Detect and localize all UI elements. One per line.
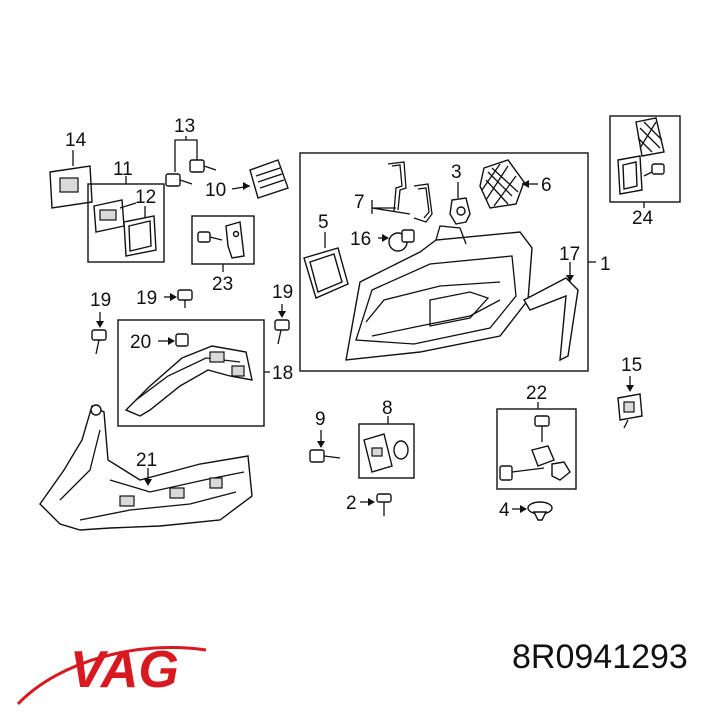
part-12-gasket bbox=[123, 215, 157, 257]
part-2-screw bbox=[376, 493, 392, 516]
part-17-trim-strip bbox=[523, 277, 579, 362]
part-21-carrier bbox=[39, 404, 253, 531]
callout-14: 14 bbox=[65, 130, 87, 151]
part-19-bolt-left bbox=[91, 329, 107, 355]
callout-9: 9 bbox=[315, 409, 326, 430]
part-23-bracket bbox=[197, 221, 245, 259]
part-20-clip bbox=[175, 333, 189, 347]
callout-23: 23 bbox=[212, 274, 233, 295]
callout-19-left: 19 bbox=[90, 290, 111, 311]
callout-7: 7 bbox=[354, 192, 365, 213]
part-22-hardware-kit bbox=[499, 415, 571, 481]
callout-15: 15 bbox=[621, 355, 642, 376]
part-19-bolt-right bbox=[274, 319, 290, 345]
part-3-bulb bbox=[449, 197, 471, 225]
callout-22: 22 bbox=[526, 383, 547, 404]
callout-21: 21 bbox=[136, 450, 157, 471]
part-9-bolt bbox=[309, 449, 341, 463]
part-6-cover bbox=[479, 159, 525, 209]
callout-5: 5 bbox=[318, 212, 329, 233]
part-7-wiring bbox=[387, 161, 433, 223]
part-18-bracket bbox=[124, 345, 253, 417]
callout-19-right: 19 bbox=[272, 282, 293, 303]
part-15-connector bbox=[617, 393, 643, 429]
callout-20: 20 bbox=[130, 332, 151, 353]
callout-12: 12 bbox=[135, 187, 156, 208]
group-box-8 bbox=[358, 423, 415, 479]
callout-8: 8 bbox=[382, 398, 393, 419]
part-19-bolt-middle bbox=[177, 289, 193, 308]
group-box-22 bbox=[496, 408, 577, 490]
callout-6: 6 bbox=[541, 175, 552, 196]
callout-10: 10 bbox=[205, 180, 226, 201]
vag-logo: VAG bbox=[16, 641, 207, 706]
callout-4: 4 bbox=[499, 500, 510, 521]
part-14-control-module bbox=[49, 150, 93, 209]
callout-18: 18 bbox=[272, 363, 293, 384]
part-13-bolt-b bbox=[189, 159, 217, 173]
part-10-led-module bbox=[249, 159, 289, 199]
callout-11: 11 bbox=[113, 159, 133, 180]
headlamp-housing bbox=[345, 225, 533, 361]
callout-1: 1 bbox=[600, 254, 611, 275]
callout-3: 3 bbox=[451, 162, 462, 183]
callout-24: 24 bbox=[632, 208, 654, 229]
part-4-clip bbox=[527, 501, 553, 521]
group-box-24 bbox=[609, 115, 681, 203]
vag-logo-text: VAG bbox=[70, 641, 179, 699]
part-8-socket bbox=[363, 433, 409, 473]
callout-19-middle: 19 bbox=[136, 288, 157, 309]
part-number: 8R0941293 bbox=[512, 638, 688, 676]
callout-16: 16 bbox=[350, 229, 371, 250]
callout-13: 13 bbox=[174, 116, 195, 137]
part-24-seal-kit bbox=[617, 117, 665, 195]
part-13-bolt-a bbox=[165, 173, 193, 187]
part-5-frame bbox=[303, 247, 349, 299]
callout-2: 2 bbox=[346, 493, 357, 514]
callout-17: 17 bbox=[559, 244, 580, 265]
group-box-18 bbox=[117, 319, 265, 427]
part-16-bulb bbox=[388, 229, 415, 252]
